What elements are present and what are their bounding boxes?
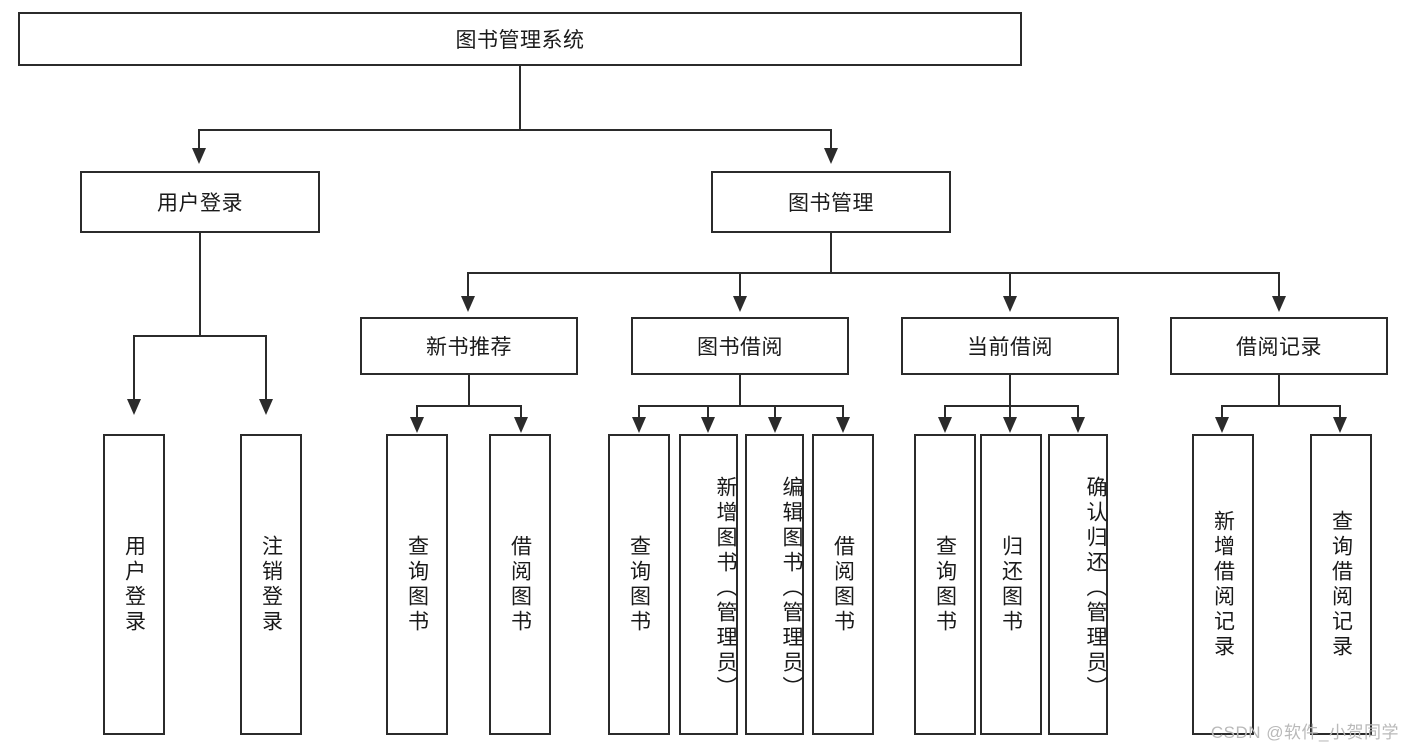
connector-new-book-stem xyxy=(468,375,470,406)
connector-drop-borrow-record xyxy=(1278,272,1280,298)
arrow-down-borrow-record xyxy=(1272,296,1286,312)
connector-book-manage-bus xyxy=(467,272,1280,274)
leaf-br-add-record[interactable]: 新增借阅记录 xyxy=(1192,434,1254,735)
leaf-nb-borrow-book[interactable]: 借阅图书 xyxy=(489,434,551,735)
connector-drop-cb-query xyxy=(944,405,946,419)
leaf-br-query-record[interactable]: 查询借阅记录 xyxy=(1310,434,1372,735)
leaf-nb-query-book[interactable]: 查询图书 xyxy=(386,434,448,735)
connector-user-login-stem xyxy=(199,233,201,336)
arrow-down-nb-borrow xyxy=(514,417,528,433)
arrow-down-cb-confirm xyxy=(1071,417,1085,433)
arrow-down-br-query xyxy=(1333,417,1347,433)
node-label: 编辑图书（管理员） xyxy=(780,476,803,701)
node-label: 图书借阅 xyxy=(697,336,783,359)
connector-drop-bb-edit xyxy=(774,405,776,419)
leaf-cb-confirm-return-admin[interactable]: 确认归还（管理员） xyxy=(1048,434,1108,735)
leaf-bb-add-book-admin[interactable]: 新增图书（管理员） xyxy=(679,434,738,735)
node-label: 新书推荐 xyxy=(426,336,512,359)
node-label: 归还图书 xyxy=(999,534,1023,635)
leaf-cb-query-book[interactable]: 查询图书 xyxy=(914,434,976,735)
arrow-down-current-borrow xyxy=(1003,296,1017,312)
arrow-down-cb-return xyxy=(1003,417,1017,433)
connector-drop-cb-confirm xyxy=(1077,405,1079,419)
node-root-system[interactable]: 图书管理系统 xyxy=(18,12,1022,66)
arrow-down-bb-query xyxy=(632,417,646,433)
arrow-down-book-borrow xyxy=(733,296,747,312)
connector-book-borrow-stem xyxy=(739,375,741,406)
arrow-down-book-manage xyxy=(824,148,838,164)
node-book-borrow[interactable]: 图书借阅 xyxy=(631,317,849,375)
arrow-down-user-login xyxy=(192,148,206,164)
connector-new-book-bus xyxy=(416,405,522,407)
watermark-text: CSDN @软件_小贺同学 xyxy=(1210,723,1399,742)
connector-drop-book-manage xyxy=(830,129,832,151)
node-label: 确认归还（管理员） xyxy=(1084,476,1107,701)
connector-borrow-record-bus xyxy=(1221,405,1341,407)
node-label: 借阅记录 xyxy=(1236,336,1322,359)
node-label: 新增图书（管理员） xyxy=(714,476,737,701)
arrow-down-leaf-user-login xyxy=(127,399,141,415)
leaf-logout[interactable]: 注销登录 xyxy=(240,434,302,735)
connector-drop-book-borrow xyxy=(739,272,741,298)
node-label: 查询图书 xyxy=(933,534,957,635)
connector-drop-user-login xyxy=(198,129,200,151)
connector-drop-bb-borrow xyxy=(842,405,844,419)
node-label: 当前借阅 xyxy=(967,336,1053,359)
arrow-down-bb-borrow xyxy=(836,417,850,433)
connector-current-borrow-stem xyxy=(1009,375,1011,406)
leaf-bb-query-book[interactable]: 查询图书 xyxy=(608,434,670,735)
arrow-down-bb-add xyxy=(701,417,715,433)
leaf-bb-edit-book-admin[interactable]: 编辑图书（管理员） xyxy=(745,434,804,735)
node-user-login[interactable]: 用户登录 xyxy=(80,171,320,233)
leaf-bb-borrow-book[interactable]: 借阅图书 xyxy=(812,434,874,735)
node-new-book-recommend[interactable]: 新书推荐 xyxy=(360,317,578,375)
node-label: 借阅图书 xyxy=(831,534,855,635)
node-label: 用户登录 xyxy=(122,534,146,635)
connector-drop-br-add xyxy=(1221,405,1223,419)
connector-drop-bb-add xyxy=(707,405,709,419)
connector-root-bus xyxy=(198,129,832,131)
connector-root-stem xyxy=(519,66,521,130)
node-label: 查询借阅记录 xyxy=(1329,509,1353,660)
node-label: 注销登录 xyxy=(259,534,283,635)
arrow-down-new-book xyxy=(461,296,475,312)
connector-drop-nb-borrow xyxy=(520,405,522,419)
arrow-down-bb-edit xyxy=(768,417,782,433)
arrow-down-cb-query xyxy=(938,417,952,433)
arrow-down-nb-query xyxy=(410,417,424,433)
connector-user-login-bus xyxy=(133,335,267,337)
connector-drop-br-query xyxy=(1339,405,1341,419)
connector-drop-current-borrow xyxy=(1009,272,1011,298)
connector-drop-bb-query xyxy=(638,405,640,419)
arrow-down-leaf-logout xyxy=(259,399,273,415)
connector-book-borrow-bus xyxy=(638,405,844,407)
arrow-down-br-add xyxy=(1215,417,1229,433)
connector-drop-nb-query xyxy=(416,405,418,419)
node-label: 图书管理 xyxy=(788,192,874,215)
node-label: 图书管理系统 xyxy=(455,29,585,52)
leaf-cb-return-book[interactable]: 归还图书 xyxy=(980,434,1042,735)
connector-drop-new-book xyxy=(467,272,469,298)
connector-book-manage-stem xyxy=(830,233,832,273)
node-label: 用户登录 xyxy=(157,192,243,215)
node-label: 新增借阅记录 xyxy=(1211,509,1235,660)
connector-borrow-record-stem xyxy=(1278,375,1280,406)
connector-drop-cb-return xyxy=(1009,405,1011,419)
node-label: 查询图书 xyxy=(627,534,651,635)
node-label: 借阅图书 xyxy=(508,534,532,635)
node-current-borrow[interactable]: 当前借阅 xyxy=(901,317,1119,375)
node-label: 查询图书 xyxy=(405,534,429,635)
connector-drop-leaf-logout xyxy=(265,335,267,401)
leaf-user-login[interactable]: 用户登录 xyxy=(103,434,165,735)
node-borrow-record[interactable]: 借阅记录 xyxy=(1170,317,1388,375)
connector-current-borrow-bus xyxy=(944,405,1079,407)
connector-drop-leaf-user-login xyxy=(133,335,135,401)
node-book-management[interactable]: 图书管理 xyxy=(711,171,951,233)
